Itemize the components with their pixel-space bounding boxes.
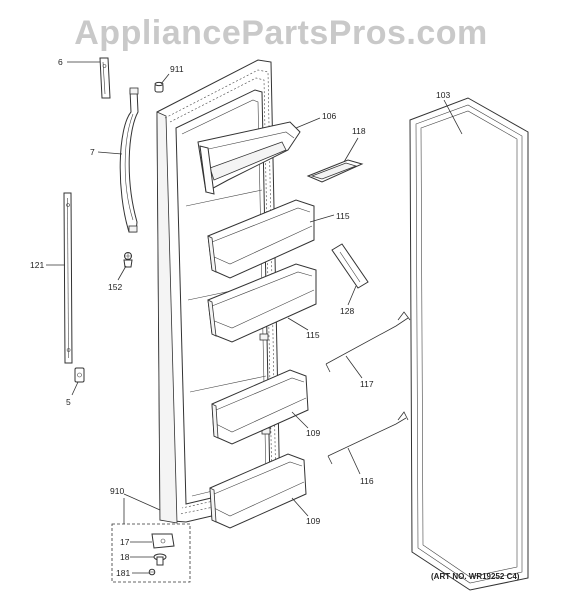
part-106-top-bin	[197, 121, 301, 195]
callout-labels: 6 911 7 121 152 5 106 118 115 128 115 11…	[30, 57, 450, 578]
part-103-gasket	[409, 97, 529, 591]
callout-911: 911	[170, 64, 184, 74]
art-number: (ART NO. WR19252 C4)	[431, 572, 520, 581]
callout-103: 103	[436, 90, 450, 100]
watermark: AppliancePartsPros.com	[74, 14, 488, 52]
leader-lines	[46, 61, 463, 574]
callout-115-lower: 115	[306, 330, 320, 340]
callout-121: 121	[30, 260, 44, 270]
callout-7: 7	[90, 147, 95, 157]
callout-18: 18	[120, 552, 130, 562]
callout-6: 6	[58, 57, 63, 67]
callout-17: 17	[120, 537, 130, 547]
callout-115-upper: 115	[336, 211, 350, 221]
part-128-clip	[331, 243, 369, 289]
part-117-wire-rail	[325, 311, 411, 373]
callout-117: 117	[360, 379, 374, 389]
callout-109-lower: 109	[306, 516, 320, 526]
part-7-handle	[119, 87, 139, 233]
part-109-lower-bin	[209, 453, 307, 529]
part-116-wire-rail	[327, 411, 409, 465]
callout-116: 116	[360, 476, 374, 486]
callout-5: 5	[66, 397, 71, 407]
callout-128: 128	[340, 306, 354, 316]
part-5-hinge-cap	[74, 367, 85, 383]
part-910-hinge-kit	[111, 523, 191, 583]
callout-118: 118	[352, 126, 366, 136]
part-115-upper-bin	[207, 199, 315, 279]
callout-910: 910	[110, 486, 124, 496]
part-115-lower-bin	[207, 263, 317, 343]
callout-152: 152	[108, 282, 122, 292]
part-118-tray	[306, 159, 364, 183]
callout-109-upper: 109	[306, 428, 320, 438]
part-109-upper-bin	[211, 369, 309, 445]
part-6-top-hinge	[99, 57, 111, 99]
part-152-screw	[123, 252, 133, 268]
part-121-trim-strip	[63, 192, 73, 364]
callout-181: 181	[116, 568, 130, 578]
callout-106: 106	[322, 111, 336, 121]
part-911-plug	[154, 81, 164, 93]
